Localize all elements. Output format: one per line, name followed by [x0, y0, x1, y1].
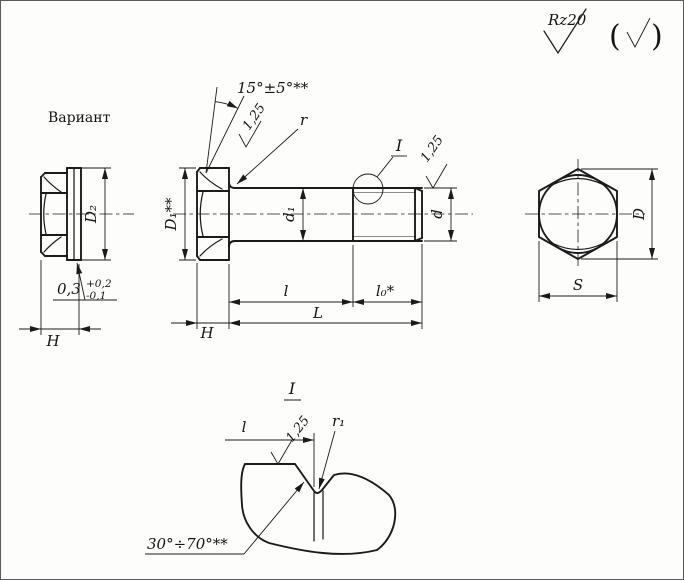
- ra-head-label: 1,25: [240, 101, 269, 133]
- corner-roughness-symbol: Rz20 ( ): [543, 8, 663, 55]
- dim-label-chamfer-angle: 15°±5°**: [237, 79, 309, 97]
- ra-end-label: 1,25: [418, 133, 447, 165]
- main-view: 15°±5°** 1,25 r I 1,25 d₁ d D₁** l: [162, 79, 473, 342]
- dim-label-s: S: [573, 276, 583, 294]
- dim-label-runout-angle: 30°÷70°**: [147, 535, 228, 553]
- end-chamfer: [414, 187, 423, 192]
- leader-line: [243, 481, 305, 555]
- detail-ref-label: I: [395, 136, 403, 155]
- hexagon-outline: [538, 168, 618, 260]
- dim-label-r1: r₁: [332, 412, 345, 430]
- chamfer-arc: [199, 171, 223, 190]
- variant-title: Вариант: [48, 110, 111, 126]
- paren-open-label: (: [609, 19, 621, 54]
- detail-view: I l 1,25 r₁ 30°÷70°**: [145, 379, 397, 555]
- roughness-check-icon: [425, 163, 448, 189]
- dim-label-d1: d₁: [280, 206, 298, 222]
- tol-base-label: 0,3: [57, 280, 81, 298]
- chamfer-arc: [199, 191, 204, 237]
- roughness-check-small-icon: [626, 17, 651, 48]
- angle-leg: [205, 95, 245, 174]
- dim-label-d: d: [428, 209, 446, 219]
- roughness-check-icon: [238, 120, 262, 148]
- variant-view: Вариант D₂ 0,3 +0,2 -0,1: [19, 110, 134, 350]
- roughness-check-icon: [543, 8, 587, 55]
- chamfer-arc: [43, 193, 47, 235]
- end-view: D S: [525, 159, 658, 302]
- chamfer-arc: [551, 177, 605, 186]
- leader-line: [236, 128, 299, 185]
- leader-line: [76, 262, 86, 301]
- detail-callout-circle: [352, 173, 384, 205]
- tol-lower-label: -0,1: [86, 290, 106, 302]
- roughness-check-icon: [270, 439, 293, 465]
- dim-label-big-d1: D₁**: [162, 197, 180, 232]
- runout-profile: [240, 463, 397, 555]
- dim-label-h-variant: H: [45, 332, 60, 350]
- detail-title: I: [288, 379, 296, 398]
- chamfer-arc: [551, 242, 605, 251]
- dim-label-r: r: [300, 111, 308, 129]
- chamfer-arc: [199, 238, 223, 257]
- fillet-arc: [228, 240, 236, 248]
- chamfer-arc: [43, 176, 62, 193]
- dim-label-h: H: [199, 324, 214, 342]
- ra-detail-label: 1,25: [283, 413, 313, 445]
- dim-label-big-l: L: [312, 304, 323, 322]
- chamfer-arc: [43, 236, 62, 253]
- angle-leg: [205, 86, 218, 174]
- roughness-value-label: Rz20: [547, 11, 587, 29]
- dim-label-l-detail: l: [242, 418, 247, 436]
- dim-label-l0: l₀*: [376, 282, 395, 300]
- dim-label-big-d: D: [630, 208, 648, 221]
- fillet-arc: [228, 181, 236, 189]
- chamfer-circle: [538, 174, 618, 254]
- leader-line: [318, 430, 336, 490]
- dim-label-l: l: [284, 282, 289, 300]
- paren-close-label: ): [651, 19, 663, 54]
- tol-upper-label: +0,2: [86, 278, 112, 290]
- leader-line: [376, 156, 394, 178]
- end-chamfer: [414, 237, 423, 242]
- angle-arc: [214, 100, 239, 109]
- dim-label-d2: D₂: [82, 205, 100, 224]
